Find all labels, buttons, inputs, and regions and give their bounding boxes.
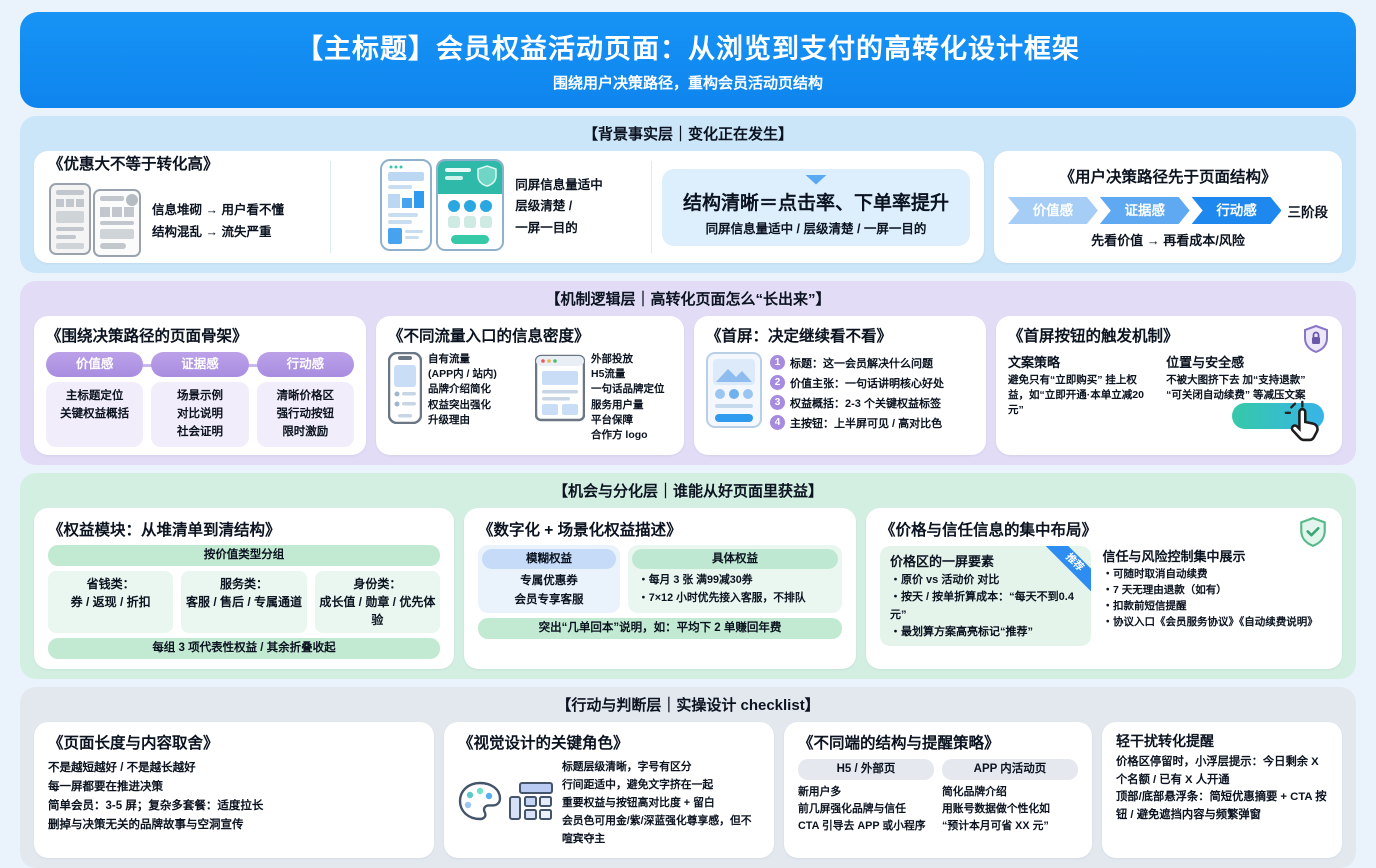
price-elements-title: 价格区的一屏要素 — [890, 554, 995, 570]
main-header: 【主标题】会员权益活动页面：从浏览到支付的高转化设计框架 围绕用户决策路径，重构… — [20, 12, 1356, 108]
density-card-title: 《不同流量入口的信息密度》 — [388, 328, 590, 345]
h5-pill: H5 / 外部页 — [798, 759, 934, 781]
path-card-title: 《用户决策路径先于页面结构》 — [1059, 169, 1277, 186]
page-subtitle: 围绕用户决策路径，重构会员活动页结构 — [552, 75, 823, 92]
price-elements-box: 推荐 价格区的一屏要素 ・原价 vs 活动价 对比 ・按天 / 按单折算成本：“… — [880, 546, 1091, 646]
page-title: 【主标题】会员权益活动页面：从浏览到支付的高转化设计框架 — [296, 34, 1080, 64]
step-action: 行动感 — [1192, 197, 1282, 224]
divider — [330, 161, 331, 253]
shield-lock-icon — [1302, 324, 1330, 359]
page-length-card: 《页面长度与内容取舍》 不是越短越好 / 不是越长越好 每一屏都要在推进决策 简… — [34, 722, 434, 858]
section-mechanism: 【机制逻辑层｜高转化页面怎么“长出来”】 《围绕决策路径的页面骨架》 价值感 主… — [20, 281, 1356, 466]
save-money-group: 省钱类： 券 / 返现 / 折扣 — [48, 571, 174, 634]
price-card-title: 《价格与信任信息的集中布局》 — [880, 522, 1098, 540]
modules-card-title: 《权益模块：从堆清单到清结构》 — [48, 522, 281, 540]
pill-evidence: 证据感 — [151, 352, 249, 377]
trigger-card: 《首屏按钮的触发机制》 文案策略 避免只有“立即购买” 挂上权益，如“立即开通·… — [996, 316, 1342, 456]
channels-card: 《不同端的结构与提醒策略》 H5 / 外部页 APP 内活动页 新用户多 前几屏… — [784, 722, 1092, 858]
trust-risk-list: 信任与风险控制集中展示 ・可随时取消自动续费 ・7 天无理由退款（如有） ・扣款… — [1103, 546, 1328, 645]
describe-card-title: 《数字化 + 场景化权益描述》 — [478, 522, 682, 540]
payback-footer-pill: 突出“几单回本”说明，如：平均下 2 单赚回年费 — [478, 618, 842, 640]
layout-grid-icon — [508, 781, 554, 826]
reminder-card: 轻干扰转化提醒 价格区停留时，小浮层提示：今日剩余 X 个名额 / 已有 X 人… — [1102, 722, 1342, 858]
section-action: 【行动与判断层｜实操设计 checklist】 《页面长度与内容取舍》 不是越短… — [20, 687, 1356, 868]
skeleton-card-title: 《围绕决策路径的页面骨架》 — [46, 328, 248, 345]
shield-check-icon — [1298, 516, 1328, 553]
group-header-pill: 按价值类型分组 — [48, 545, 440, 567]
benefit-modules-card: 《权益模块：从堆清单到清结构》 按价值类型分组 省钱类： 券 / 返现 / 折扣… — [34, 508, 454, 670]
down-arrow-icon — [805, 174, 827, 185]
screen-line-2: 层级清楚 / — [515, 199, 573, 214]
step-2-badge: 2 — [770, 375, 785, 390]
price-trust-card: 《价格与信任信息的集中布局》 推荐 价格区的一屏要素 ・原价 vs 活动价 对比… — [866, 508, 1342, 670]
service-group: 服务类： 客服 / 售后 / 专属通道 — [181, 571, 307, 634]
vague-pill: 模糊权益 — [482, 549, 616, 570]
pill-value: 价值感 — [46, 352, 144, 377]
messy-pages-icon — [48, 180, 144, 263]
reminder-title: 轻干扰转化提醒 — [1116, 733, 1214, 750]
decision-path-card: 《用户决策路径先于页面结构》 价值感 证据感 行动感 三阶段 先看价值 → 再看… — [994, 151, 1342, 263]
app-pill: APP 内活动页 — [942, 759, 1078, 781]
step-value: 价值感 — [1008, 197, 1098, 224]
decision-steps: 价值感 证据感 行动感 三阶段 — [1008, 197, 1328, 224]
offer-card-title: 《优惠大不等于转化高》 — [48, 155, 219, 173]
first-screen-title: 《首屏：决定继续看不看》 — [706, 328, 893, 345]
result-subtitle: 同屏信息量适中 / 层级清楚 / 一屏一目的 — [705, 221, 927, 236]
screen-line-3: 一屏一目的 — [515, 220, 578, 235]
app-column: 简化品牌介绍 用账号数据做个性化如 “预计本月可省 XX 元” — [942, 786, 1050, 832]
h5-browser-icon — [534, 352, 586, 443]
steps-suffix: 三阶段 — [1287, 204, 1328, 220]
position-safety-title: 位置与安全感 — [1166, 355, 1245, 370]
visual-design-title: 《视觉设计的关键角色》 — [458, 735, 629, 753]
step-evidence: 证据感 — [1100, 197, 1190, 224]
path-footnote: 先看价值 → 再看成本/风险 — [1091, 233, 1245, 248]
action-box: 清晰价格区 强行动按钮 限时激励 — [256, 382, 354, 448]
vague-benefits-box: 模糊权益 专属优惠券 会员专享客服 — [478, 545, 620, 614]
step-4-badge: 4 — [770, 415, 785, 430]
offer-line-2: 结构混乱 → 流失严重 — [152, 225, 272, 239]
position-safety-text: 不被大图挤下去 加“支持退款” “可关闭自动续费” 等减压文案 — [1166, 374, 1306, 402]
copy-strategy-text: 避免只有“立即购买” 挂上权益，如“立即开通·本单立减20元” — [1008, 374, 1144, 417]
clean-phone-mockups-icon — [379, 158, 507, 257]
copy-strategy-title: 文案策略 — [1008, 355, 1061, 370]
value-box: 主标题定位 关键权益概括 — [46, 382, 144, 448]
concrete-benefits-box: 具体权益 ・每月 3 张 满99减30券 ・7×12 小时优先接入客服，不排队 — [627, 545, 842, 614]
palette-icon — [458, 781, 502, 826]
step-3-badge: 3 — [770, 395, 785, 410]
concrete-pill: 具体权益 — [631, 549, 838, 570]
density-card: 《不同流量入口的信息密度》 自有流量 — [376, 316, 684, 456]
identity-group: 身份类： 成长值 / 勋章 / 优先体验 — [314, 571, 440, 634]
divider — [651, 161, 652, 253]
channels-card-title: 《不同端的结构与提醒策略》 — [798, 735, 1000, 753]
trigger-card-title: 《首屏按钮的触发机制》 — [1008, 328, 1179, 345]
group-footer-pill: 每组 3 项代表性权益 / 其余折叠收起 — [48, 638, 440, 660]
hero-image-icon — [706, 352, 762, 433]
trust-risk-title: 信任与风险控制集中展示 — [1102, 549, 1246, 565]
section-opportunity: 【机会与分化层｜谁能从好页面里获益】 《权益模块：从堆清单到清结构》 按价值类型… — [20, 473, 1356, 680]
benefit-description-card: 《数字化 + 场景化权益描述》 模糊权益 专属优惠券 会员专享客服 具体权益 ・… — [464, 508, 856, 670]
app-phone-icon — [387, 351, 423, 443]
skeleton-card: 《围绕决策路径的页面骨架》 价值感 主标题定位 关键权益概括 证据感 场景示例 … — [34, 316, 366, 456]
section-facts-title: 【背景事实层｜变化正在发生】 — [582, 126, 793, 143]
evidence-box: 场景示例 对比说明 社会证明 — [151, 382, 249, 448]
step-1-badge: 1 — [770, 355, 785, 370]
own-traffic-lines: 自有流量 (APP内 / 站内) 品牌介绍简化 权益突出强化 升级理由 — [428, 353, 497, 426]
result-title: 结构清晰＝点击率、下单率提升 — [682, 192, 949, 214]
h5-column: 新用户多 前几屏强化品牌与信任 CTA 引导去 APP 或小程序 — [798, 786, 926, 832]
visual-design-card: 《视觉设计的关键角色》 — [444, 722, 774, 858]
result-highlight-box: 结构清晰＝点击率、下单率提升 同屏信息量适中 / 层级清楚 / 一屏一目的 — [662, 168, 970, 246]
facts-main-card: 《优惠大不等于转化高》 — [34, 151, 984, 263]
page-length-title: 《页面长度与内容取舍》 — [48, 735, 219, 753]
external-traffic-lines: 外部投放 H5流量 一句话品牌定位 服务用户量 平台保障 合作方 logo — [591, 353, 665, 442]
section-mechanism-title: 【机制逻辑层｜高转化页面怎么“长出来”】 — [545, 291, 831, 308]
tap-hand-icon — [1284, 400, 1328, 449]
pill-action: 行动感 — [256, 352, 354, 377]
section-opportunity-title: 【机会与分化层｜谁能从好页面里获益】 — [552, 483, 823, 501]
offer-line-1: 信息堆砌 → 用户看不懂 — [152, 202, 284, 217]
section-facts: 【背景事实层｜变化正在发生】 《优惠大不等于转化高》 — [20, 116, 1356, 273]
section-action-title: 【行动与判断层｜实操设计 checklist】 — [556, 697, 820, 715]
screen-line-1: 同屏信息量适中 — [515, 178, 603, 193]
